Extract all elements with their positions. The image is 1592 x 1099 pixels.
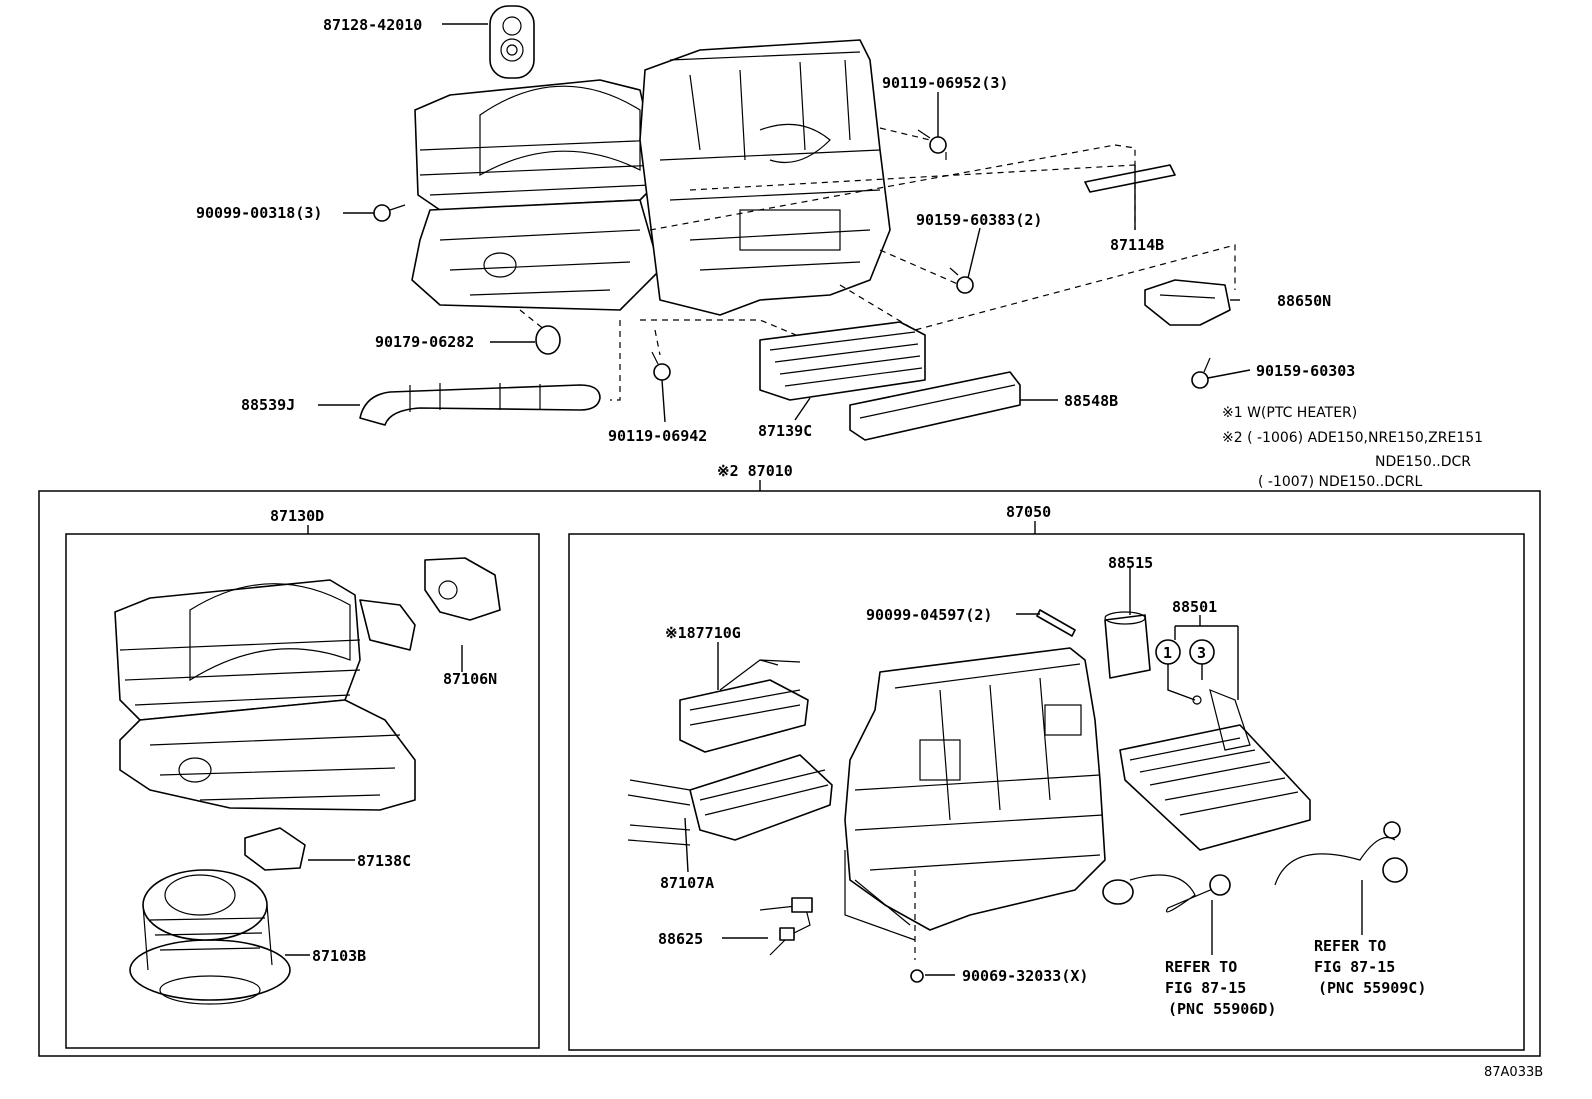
bolt-90099-04597 bbox=[1036, 609, 1076, 637]
part-88650N bbox=[1144, 279, 1231, 326]
label-90099-04597: 90099-04597(2) bbox=[866, 606, 992, 624]
part-87103B bbox=[129, 869, 291, 1005]
part-88625 bbox=[759, 897, 813, 956]
circle-label-3: 3 bbox=[1197, 644, 1206, 662]
bolt-90099-00318 bbox=[373, 204, 406, 222]
part-88539J bbox=[359, 383, 601, 426]
part-88501 bbox=[1119, 689, 1311, 851]
refer-55906D-line1: REFER TO bbox=[1165, 958, 1237, 976]
label-88625: 88625 bbox=[658, 930, 703, 948]
part-unit-case bbox=[844, 647, 1106, 941]
bolt-90119-06942 bbox=[651, 351, 671, 381]
refer-55906D-line3: (PNC 55906D) bbox=[1168, 1000, 1276, 1018]
label-87128-42010: 87128-42010 bbox=[323, 16, 422, 34]
grommet-part bbox=[489, 5, 535, 79]
circle-label-1: 1 bbox=[1163, 644, 1172, 662]
label-87114B: 87114B bbox=[1110, 236, 1164, 254]
frame-87130D bbox=[65, 533, 540, 1049]
circle-marker-1: 1 bbox=[1155, 639, 1181, 665]
label-90119-06942: 90119-06942 bbox=[608, 427, 707, 445]
note-ptc-heater: ※1 W(PTC HEATER) bbox=[1222, 405, 1357, 421]
label-87139C: 87139C bbox=[758, 422, 812, 440]
part-blower-case bbox=[114, 579, 416, 811]
label-87106N: 87106N bbox=[443, 670, 497, 688]
label-90099-00318: 90099-00318(3) bbox=[196, 204, 322, 222]
bolt-90159-60303 bbox=[1191, 357, 1211, 389]
clip-90179-06282 bbox=[535, 325, 561, 355]
label-87103B: 87103B bbox=[312, 947, 366, 965]
note-model-range-2: NDE150..DCR bbox=[1375, 454, 1471, 470]
part-87139C bbox=[759, 321, 926, 401]
bolt-90159-60383 bbox=[949, 267, 974, 294]
part-87114B bbox=[1084, 164, 1176, 193]
label-87710G: ※187710G bbox=[665, 624, 741, 642]
note-model-range-1: ※2 ( -1006) ADE150,NRE150,ZRE151 bbox=[1222, 430, 1483, 446]
bolt-90119-06952 bbox=[917, 129, 947, 160]
part-87106N bbox=[424, 557, 501, 621]
label-90159-60383: 90159-60383(2) bbox=[916, 211, 1042, 229]
note-model-range-3: ( -1007) NDE150..DCRL bbox=[1258, 474, 1423, 490]
label-88539J: 88539J bbox=[241, 396, 295, 414]
label-88548B: 88548B bbox=[1064, 392, 1118, 410]
part-87138C bbox=[244, 827, 306, 871]
label-88515: 88515 bbox=[1108, 554, 1153, 572]
bolt-90069-32033 bbox=[910, 969, 924, 983]
refer-55909C-line1: REFER TO bbox=[1314, 937, 1386, 955]
top-hvac-assembly bbox=[411, 5, 1236, 401]
part-88515 bbox=[1104, 611, 1151, 679]
label-90179-06282: 90179-06282 bbox=[375, 333, 474, 351]
label-90119-06952: 90119-06952(3) bbox=[882, 74, 1008, 92]
refer-55909C-line3: (PNC 55909C) bbox=[1318, 979, 1426, 997]
refer-55909C-line2: FIG 87-15 bbox=[1314, 958, 1395, 976]
part-87710G bbox=[679, 659, 809, 753]
part-87107A bbox=[627, 754, 833, 846]
label-90159-60303: 90159-60303 bbox=[1256, 362, 1355, 380]
refer-55906D-line2: FIG 87-15 bbox=[1165, 979, 1246, 997]
frame-87010 bbox=[38, 490, 1541, 1057]
part-88548B bbox=[849, 371, 1021, 441]
circle-marker-3: 3 bbox=[1189, 639, 1215, 665]
label-87010: ※2 87010 bbox=[717, 462, 793, 480]
label-87107A: 87107A bbox=[660, 874, 714, 892]
label-87130D: 87130D bbox=[270, 507, 324, 525]
frame-87050 bbox=[568, 533, 1525, 1051]
label-88650N: 88650N bbox=[1277, 292, 1331, 310]
sensor-55909C bbox=[1274, 821, 1408, 886]
label-90069-32033: 90069-32033(X) bbox=[962, 967, 1088, 985]
figure-code: 87A033B bbox=[1484, 1065, 1543, 1080]
label-87050: 87050 bbox=[1006, 503, 1051, 521]
label-87138C: 87138C bbox=[357, 852, 411, 870]
sensor-55906D bbox=[1102, 874, 1231, 913]
label-88501: 88501 bbox=[1172, 598, 1217, 616]
